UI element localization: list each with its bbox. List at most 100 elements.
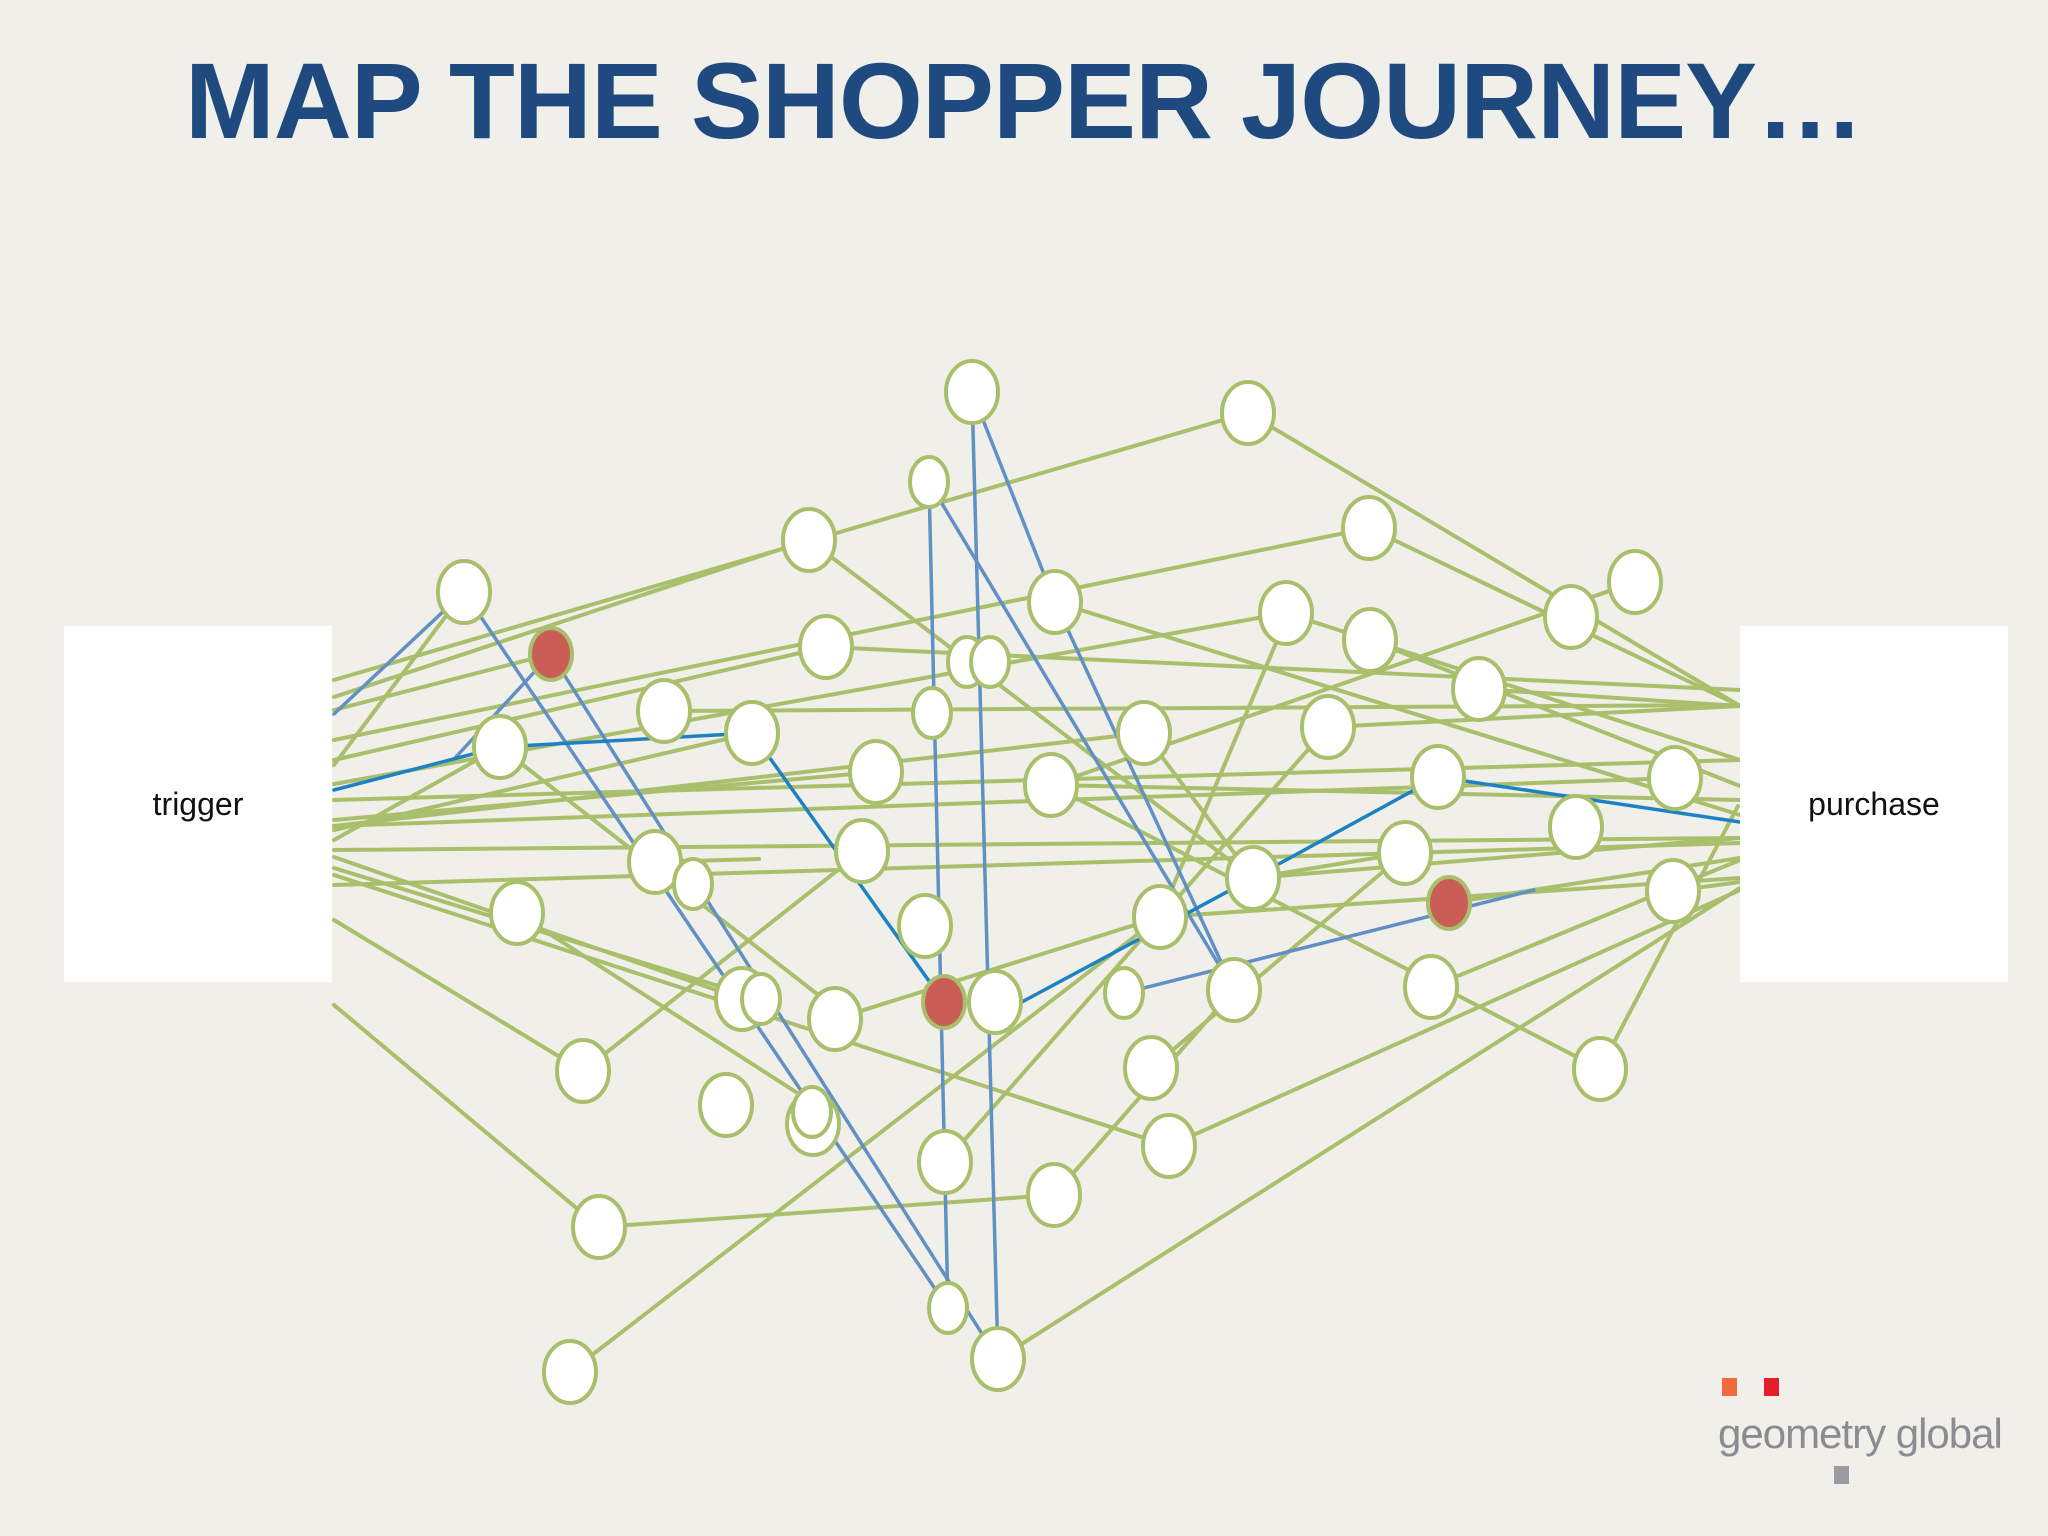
highlighted-touchpoint-node [921, 974, 967, 1030]
touchpoint-node [1572, 1036, 1628, 1102]
touchpoint-node [911, 686, 953, 740]
purchase-box: purchase [1740, 626, 2008, 982]
touchpoint-node [740, 972, 782, 1026]
path-connector-blue [462, 590, 950, 1310]
path-connector [332, 918, 585, 1073]
path-connector [332, 590, 466, 767]
trigger-label: trigger [152, 785, 244, 822]
touchpoint-node [555, 1038, 611, 1104]
path-connector [1477, 687, 1742, 708]
logo-square-grey [1834, 1466, 1849, 1484]
touchpoint-node [1023, 752, 1079, 818]
path-connector [1158, 608, 1292, 919]
path-connector-dark-blue [498, 731, 754, 749]
touchpoint-node [1225, 845, 1281, 911]
highlighted-touchpoint-node [1426, 875, 1472, 931]
touchpoint-node [1300, 694, 1356, 760]
touchpoint-node [672, 857, 714, 911]
touchpoint-node [1141, 1113, 1197, 1179]
touchpoint-node [1116, 700, 1172, 766]
touchpoint-node [436, 559, 492, 625]
path-connector [1167, 888, 1742, 1148]
touchpoint-node [791, 1085, 833, 1139]
touchpoint-node [1220, 380, 1276, 446]
path-connector [581, 849, 864, 1073]
path-connector-blue [970, 390, 1057, 604]
path-connector [332, 731, 1146, 828]
path-connector [1251, 836, 1742, 880]
touchpoint-node [807, 986, 863, 1052]
touchpoint-node [834, 818, 890, 884]
touchpoint-node [1341, 495, 1397, 561]
touchpoint-node [636, 678, 692, 744]
path-connector [1049, 783, 1742, 802]
path-connector [1326, 704, 1742, 729]
touchpoint-node [1027, 569, 1083, 635]
path-connector [1049, 783, 1602, 1071]
touchpoint-node [798, 614, 854, 680]
path-connector [332, 645, 828, 762]
path-connector [1598, 804, 1740, 1071]
touchpoint-node [969, 635, 1011, 689]
geometry-global-logo: geometry global [1718, 1376, 2003, 1496]
path-connector [662, 703, 1742, 713]
path-connector-blue [1053, 600, 1236, 992]
touchpoint-node [1026, 1162, 1082, 1228]
touchpoint-node [489, 880, 545, 946]
touchpoint-node [1645, 858, 1701, 924]
touchpoint-node [927, 1281, 969, 1335]
touchpoint-node [897, 893, 953, 959]
touchpoint-node [1258, 580, 1314, 646]
touchpoint-node [1403, 954, 1459, 1020]
path-connector [332, 745, 502, 842]
touchpoint-node [698, 1072, 754, 1138]
path-connector [332, 1003, 601, 1229]
touchpoint-node [1607, 549, 1663, 615]
path-connector [833, 915, 1162, 1021]
touchpoint-node [1342, 607, 1398, 673]
touchpoint-node [1548, 794, 1604, 860]
path-connector-dark-blue [1251, 775, 1440, 880]
purchase-label: purchase [1808, 785, 1940, 822]
touchpoint-node [970, 1326, 1026, 1392]
path-connector [943, 725, 1330, 1164]
path-connector [332, 836, 1742, 852]
touchpoint-node [917, 1129, 973, 1195]
touchpoint-node [944, 359, 1000, 425]
touchpoint-node [1123, 1035, 1179, 1101]
touchpoint-node [1132, 884, 1188, 950]
slide-title: MAP THE SHOPPER JOURNEY… [184, 40, 1864, 161]
touchpoint-node [1206, 957, 1262, 1023]
path-connector [332, 652, 553, 712]
touchpoint-node [1377, 820, 1433, 886]
logo-wordmark: geometry global [1718, 1410, 2003, 1457]
path-connector-dark-blue [332, 745, 502, 792]
path-connector [568, 915, 1162, 1374]
touchpoint-node [908, 455, 950, 509]
logo-square-red [1764, 1378, 1779, 1396]
path-connector [1246, 411, 1742, 708]
highlighted-touchpoint-node [528, 626, 574, 682]
touchpoint-node [1410, 744, 1466, 810]
path-connector [332, 538, 811, 699]
touchpoint-node [1103, 966, 1145, 1020]
touchpoint-node [967, 969, 1023, 1035]
path-connector [996, 886, 1742, 1361]
touchpoint-node [724, 700, 780, 766]
path-connector-blue [970, 390, 1000, 1361]
touchpoint-node [781, 507, 837, 573]
touchpoint-node [1451, 656, 1507, 722]
touchpoint-node [571, 1194, 627, 1260]
trigger-box: trigger [64, 626, 332, 982]
touchpoint-node [1647, 745, 1703, 811]
path-connector-dark-blue [1018, 876, 1255, 1005]
touchpoint-node [472, 714, 528, 780]
path-connector [597, 1193, 1056, 1229]
path-connector [332, 841, 1742, 887]
touchpoint-node [848, 739, 904, 805]
touchpoint-node [1543, 584, 1599, 650]
touchpoint-node [542, 1339, 598, 1405]
logo-square-orange [1722, 1378, 1737, 1396]
path-connector [515, 911, 829, 1114]
